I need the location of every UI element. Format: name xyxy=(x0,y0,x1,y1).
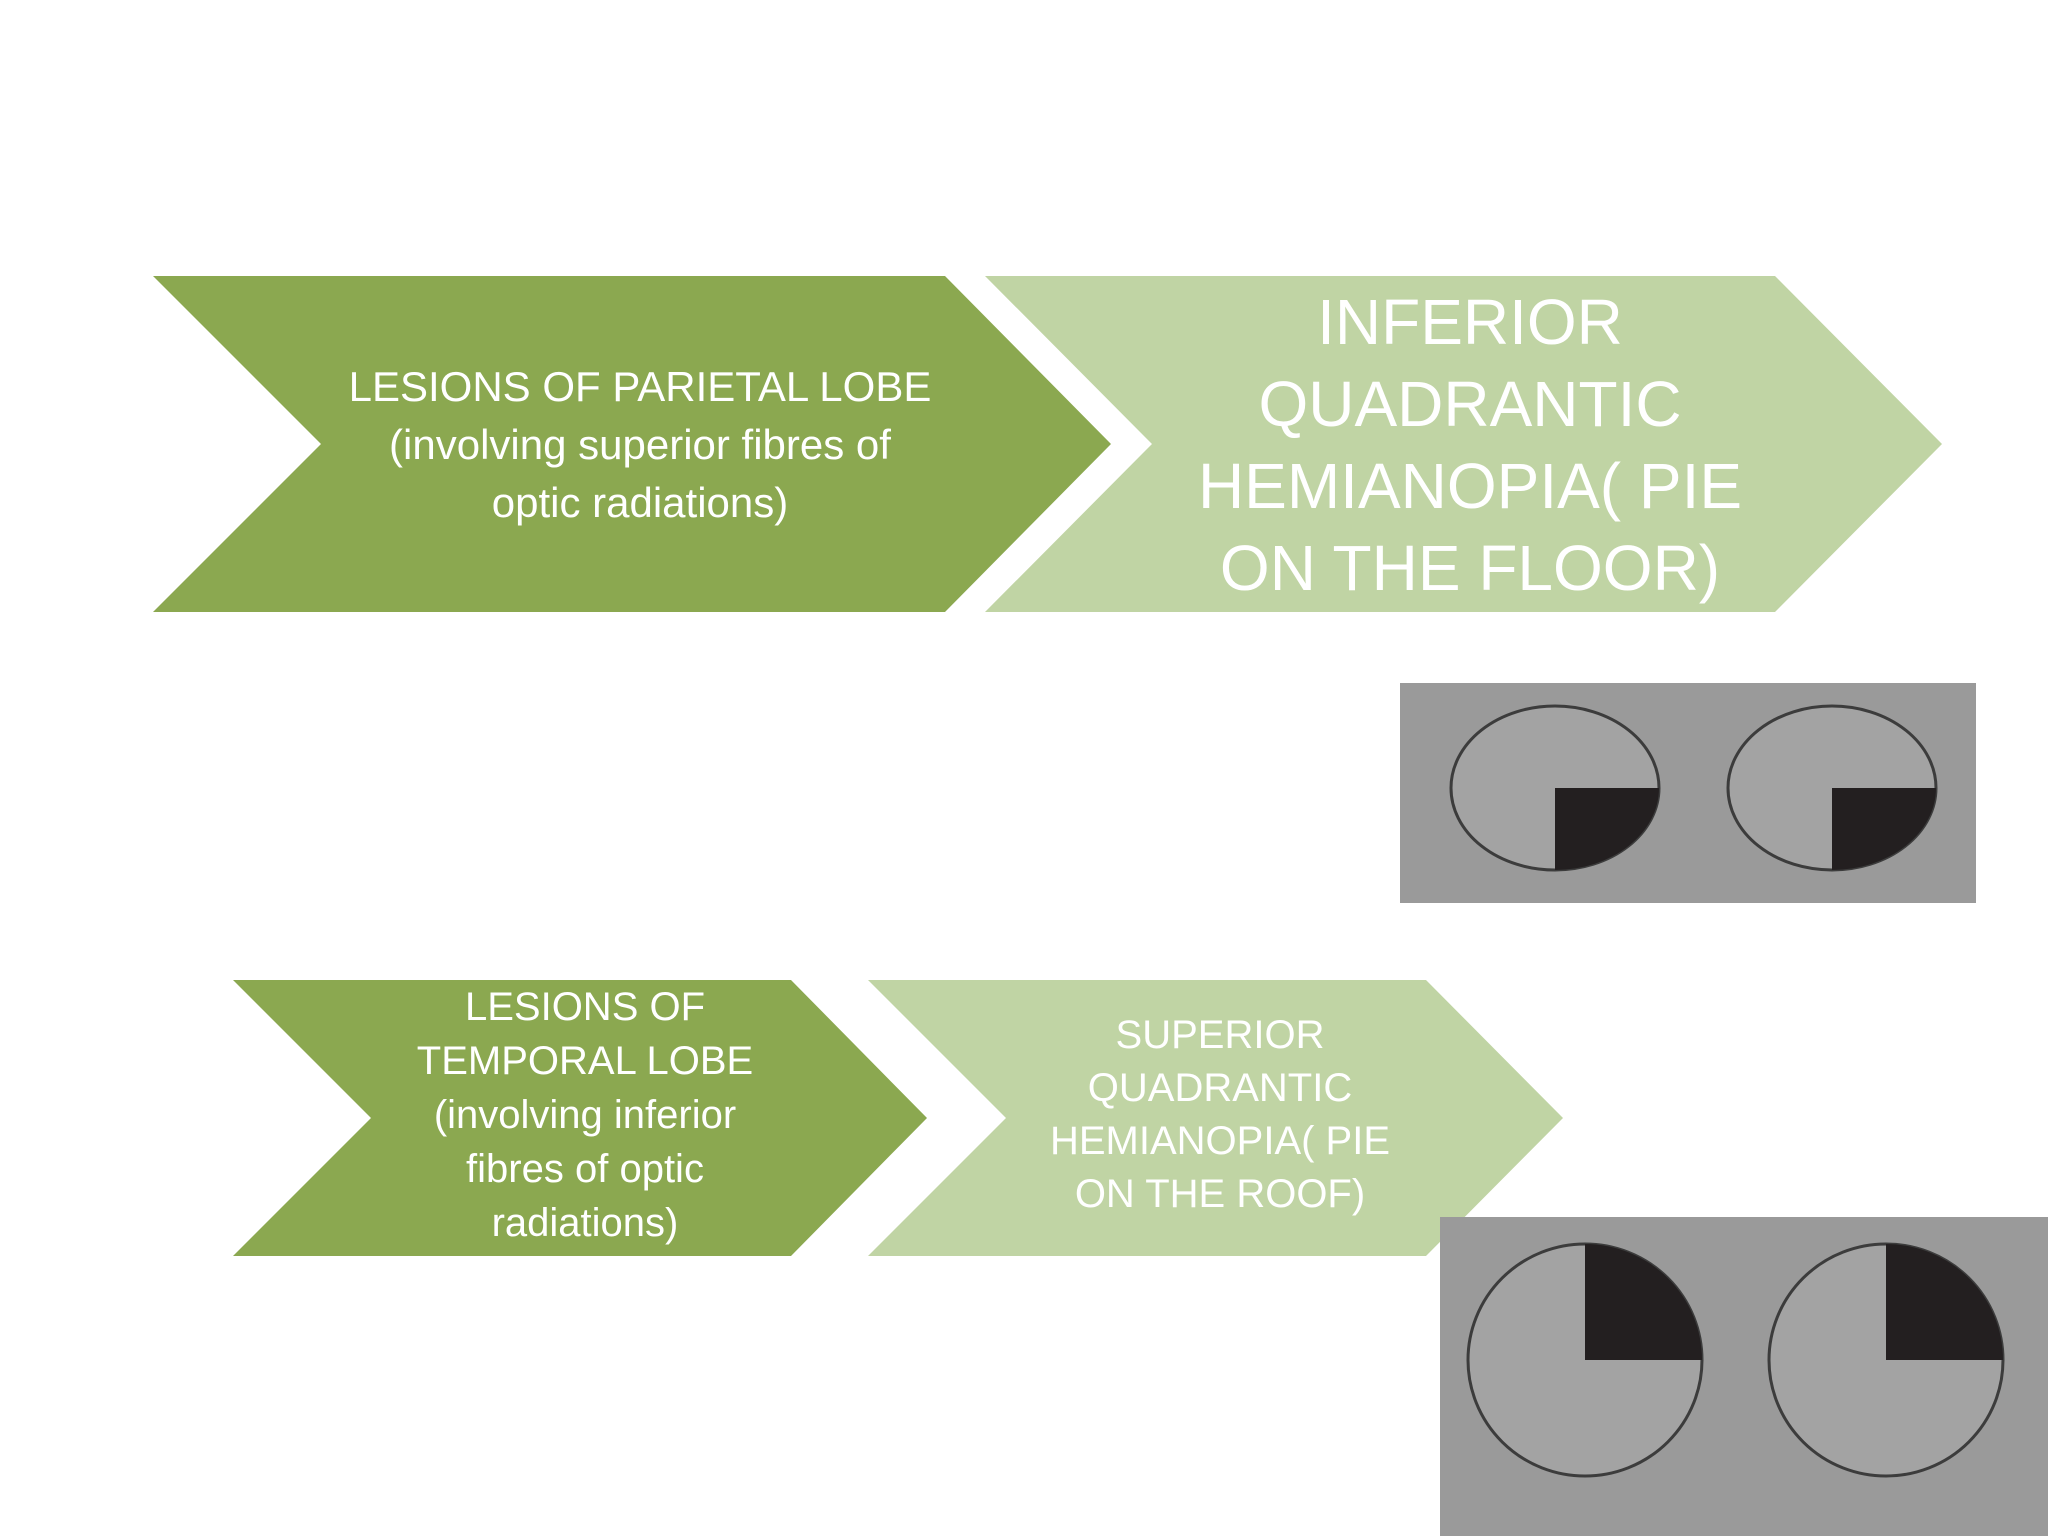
row2-result-line: SUPERIOR xyxy=(1115,1013,1325,1057)
row1-result-text: INFERIOR QUADRANTIC HEMIANOPIA( PIE ON T… xyxy=(1130,270,1810,620)
row1-result-line: INFERIOR xyxy=(1317,286,1623,358)
field-defect xyxy=(1832,788,1936,870)
field-defect xyxy=(1555,788,1659,870)
field-defect xyxy=(1585,1244,1702,1360)
row1-lesion-chevron xyxy=(153,276,1111,612)
visual-field-chart xyxy=(1466,1242,2005,1478)
left-eye-field xyxy=(1466,1242,1704,1478)
right-eye-field xyxy=(1767,1242,2005,1478)
visual-field-chart xyxy=(1449,704,1938,872)
row1-result-line: HEMIANOPIA( PIE xyxy=(1197,450,1743,522)
row2-lesion-line: TEMPORAL LOBE xyxy=(416,1039,754,1083)
right-eye-field xyxy=(1726,704,1938,872)
row2-lesion-line: (involving inferior xyxy=(433,1093,737,1137)
row2-result-text: SUPERIOR QUADRANTIC HEMIANOPIA( PIE ON T… xyxy=(1000,1005,1440,1225)
row2-result-chevron xyxy=(868,980,1563,1256)
left-eye-field xyxy=(1449,704,1661,872)
row2-lesion-line: radiations) xyxy=(491,1201,679,1245)
row1-lesion-line: (involving superior fibres of xyxy=(389,421,891,468)
row1-result-chevron xyxy=(985,276,1942,612)
inferior-quadrantanopia-visual-fields xyxy=(1400,683,1976,903)
row1-result-line: ON THE FLOOR) xyxy=(1219,532,1721,604)
row2-lesion-line: fibres of optic xyxy=(466,1147,704,1191)
row2-result-line: QUADRANTIC xyxy=(1087,1066,1353,1110)
row1-lesion-line: LESIONS OF PARIETAL LOBE xyxy=(348,363,932,410)
row1-lesion-text: LESIONS OF PARIETAL LOBE (involving supe… xyxy=(300,330,980,560)
row2-lesion-line: LESIONS OF xyxy=(464,985,706,1029)
field-defect xyxy=(1886,1244,2003,1360)
row2-result-line: HEMIANOPIA( PIE xyxy=(1049,1119,1391,1163)
superior-quadrantanopia-visual-fields xyxy=(1440,1217,2048,1536)
row1-result-line: QUADRANTIC xyxy=(1258,368,1682,440)
row2-lesion-chevron xyxy=(233,980,927,1256)
row1-lesion-line: optic radiations) xyxy=(491,479,789,526)
row2-result-line: ON THE ROOF) xyxy=(1074,1172,1366,1216)
row2-lesion-text: LESIONS OF TEMPORAL LOBE (involving infe… xyxy=(360,980,810,1250)
